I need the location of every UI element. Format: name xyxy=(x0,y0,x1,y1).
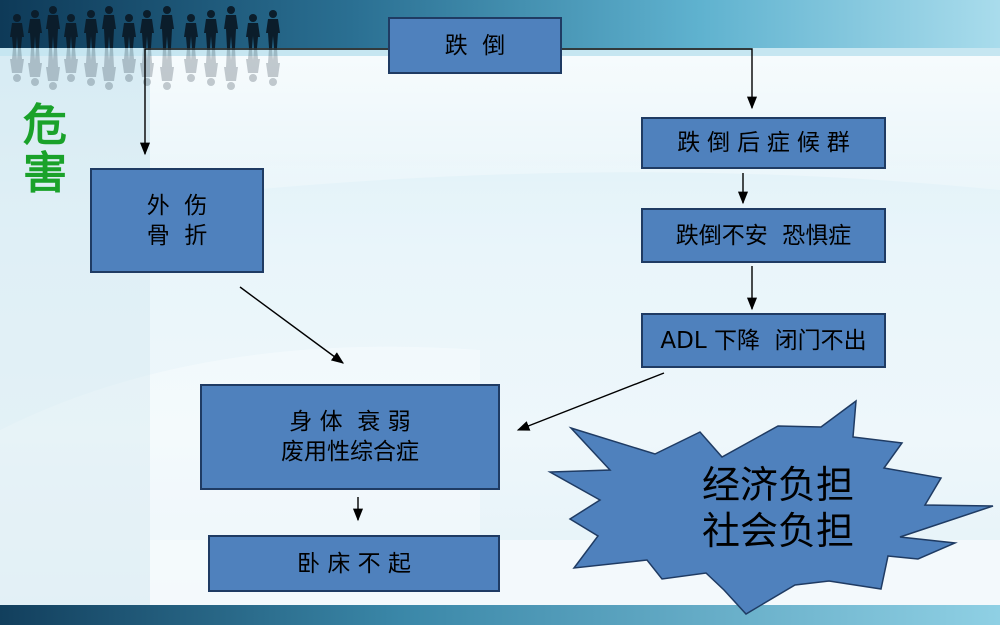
burden-social: 社会负担 xyxy=(701,509,854,553)
side-title-char: 害 xyxy=(23,148,67,199)
crowd-silhouette-decoration xyxy=(10,6,280,48)
person-silhouette xyxy=(160,6,174,48)
burden-text: 经济负担 社会负担 xyxy=(668,462,888,554)
node-post-fall-syndrome-label: 跌倒后症候群 xyxy=(677,130,857,156)
person-reflection xyxy=(102,48,116,90)
person-silhouette xyxy=(266,10,280,48)
person-silhouette xyxy=(64,14,78,48)
node-injury-line1: 外 伤 xyxy=(146,192,208,219)
person-silhouette xyxy=(246,14,260,48)
burden-economic: 经济负担 xyxy=(701,463,854,507)
node-adl-decline-label: ADL 下降 闭门不出 xyxy=(660,327,867,354)
node-fall-label: 跌 倒 xyxy=(444,32,506,59)
node-frailty-line2: 废用性综合症 xyxy=(281,439,419,465)
person-silhouette xyxy=(46,6,60,48)
person-silhouette xyxy=(204,10,218,48)
node-fear-of-falling: 跌倒不安 恐惧症 xyxy=(641,208,886,263)
person-silhouette xyxy=(28,10,42,48)
person-silhouette xyxy=(84,10,98,48)
person-reflection xyxy=(122,48,136,82)
node-frailty-line1: 身 体 衰 弱 xyxy=(289,409,411,435)
node-frailty: 身 体 衰 弱 废用性综合症 xyxy=(200,384,500,490)
person-silhouette xyxy=(122,14,136,48)
person-reflection xyxy=(64,48,78,82)
side-title-char: 危 xyxy=(23,100,67,151)
person-silhouette xyxy=(140,10,154,48)
person-reflection xyxy=(46,48,60,90)
person-reflection xyxy=(28,48,42,86)
node-fall: 跌 倒 xyxy=(388,17,562,74)
node-bedridden: 卧 床 不 起 xyxy=(208,535,500,592)
person-silhouette xyxy=(224,6,238,48)
node-adl-decline: ADL 下降 闭门不出 xyxy=(641,313,886,368)
side-title: 危害 xyxy=(20,102,70,198)
node-injury-line2: 骨 折 xyxy=(146,222,208,249)
person-reflection xyxy=(84,48,98,86)
node-bedridden-label: 卧 床 不 起 xyxy=(297,550,411,577)
node-fear-of-falling-label: 跌倒不安 恐惧症 xyxy=(675,222,852,249)
person-silhouette xyxy=(10,14,24,48)
node-post-fall-syndrome: 跌倒后症候群 xyxy=(641,117,886,169)
person-silhouette xyxy=(184,14,198,48)
person-reflection xyxy=(10,48,24,82)
person-silhouette xyxy=(102,6,116,48)
starburst-shape xyxy=(547,399,994,615)
node-injury: 外 伤 骨 折 xyxy=(90,168,264,273)
left-panel xyxy=(0,56,150,605)
